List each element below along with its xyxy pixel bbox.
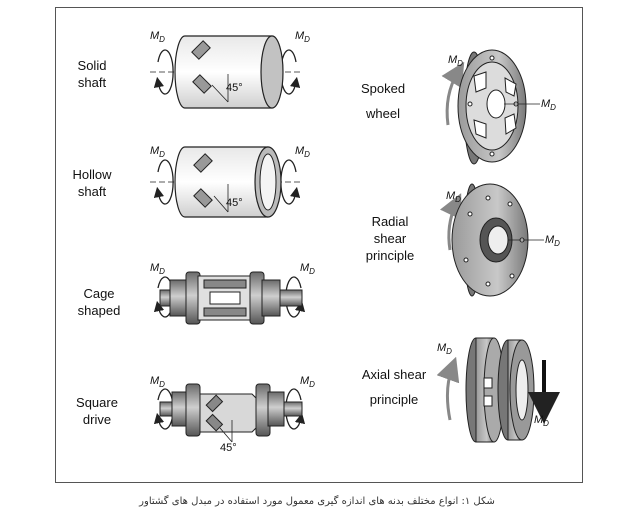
- hollow-shaft-drawing: [150, 146, 301, 218]
- md-label: MD: [150, 375, 165, 390]
- angle-label: 45°: [220, 442, 237, 454]
- label-line: drive: [82, 412, 112, 427]
- label-hollow-shaft: Hollow shaft: [62, 166, 122, 200]
- md-label: MD: [295, 30, 310, 45]
- md-label: MD: [448, 54, 463, 69]
- md-label: MD: [437, 342, 452, 357]
- label-line: shear: [373, 231, 407, 246]
- label-line: Cage: [83, 286, 115, 301]
- label-axial-shear: Axial shear principle: [348, 366, 440, 408]
- label-line: Square: [76, 395, 118, 410]
- label-line: principle: [369, 392, 419, 407]
- square-drive-drawing: [153, 383, 306, 443]
- md-label: MD: [295, 145, 310, 160]
- md-label: MD: [541, 98, 556, 113]
- label-line: principle: [365, 248, 415, 263]
- radial-shear-drawing: [440, 183, 544, 297]
- spoked-wheel-drawing: [441, 49, 540, 165]
- md-label: MD: [545, 234, 560, 249]
- label-radial-shear: Radial shear principle: [350, 213, 430, 264]
- label-line: shaped: [77, 303, 121, 318]
- label-line: Axial shear: [361, 367, 427, 382]
- label-line: Hollow: [72, 167, 112, 182]
- label-line: Spoked: [360, 81, 406, 96]
- md-label: MD: [150, 145, 165, 160]
- md-label: MD: [300, 375, 315, 390]
- md-label: MD: [300, 262, 315, 277]
- label-line: wheel: [366, 106, 400, 121]
- solid-shaft-drawing: [150, 35, 301, 109]
- cage-shaped-drawing: [153, 271, 306, 325]
- label-spoked-wheel: Spoked wheel: [348, 80, 418, 122]
- md-label: MD: [150, 30, 165, 45]
- md-label: MD: [150, 262, 165, 277]
- angle-label: 45°: [226, 82, 243, 94]
- angle-label: 45°: [226, 197, 243, 209]
- label-line: Solid: [77, 58, 107, 73]
- md-label: MD: [534, 414, 549, 429]
- label-square-drive: Square drive: [62, 394, 132, 428]
- label-line: shaft: [77, 184, 107, 199]
- label-cage-shaped: Cage shaped: [62, 285, 136, 319]
- figure-caption: شکل ۱: انواع مختلف بدنه های اندازه گیری …: [139, 496, 495, 507]
- axial-shear-drawing: [436, 337, 560, 443]
- md-label: MD: [446, 190, 461, 205]
- label-line: Radial: [371, 214, 409, 229]
- label-line: shaft: [77, 75, 107, 90]
- label-solid-shaft: Solid shaft: [62, 57, 122, 91]
